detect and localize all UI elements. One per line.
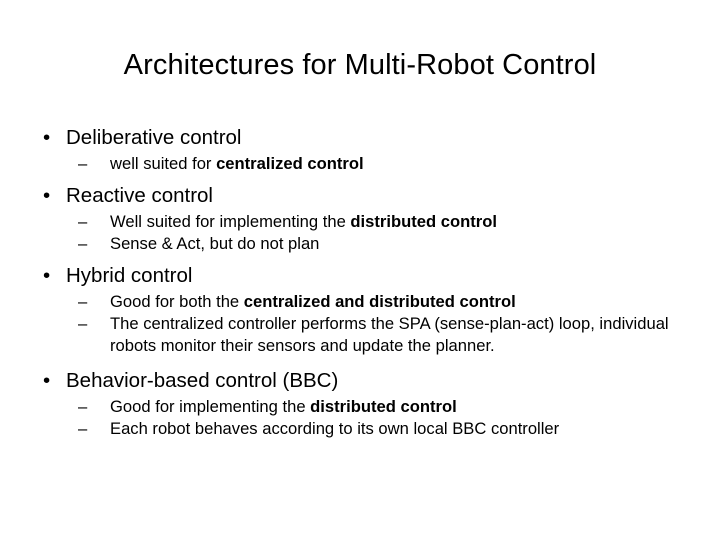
dash-marker-icon: – <box>78 419 88 438</box>
bullet-level2-item: – Well suited for implementing the distr… <box>32 211 694 233</box>
bullet-marker-icon: • <box>43 126 51 149</box>
dash-marker-icon: – <box>78 292 88 311</box>
bullet-level2-item: – The centralized controller performs th… <box>32 313 694 357</box>
dash-marker-icon: – <box>78 234 88 253</box>
bullet-level2-item: – Good for both the centralized and dist… <box>32 291 694 313</box>
bullet-level1-behavior-based-control: • Behavior-based control (BBC) <box>32 366 694 396</box>
spacer <box>32 357 694 366</box>
bullet-level2-text: The centralized controller performs the … <box>110 314 669 355</box>
bullet-marker-icon: • <box>43 369 51 392</box>
bullet-level2-item: – Each robot behaves according to its ow… <box>32 418 694 440</box>
bullet-level1-label: Reactive control <box>66 184 213 207</box>
bullet-level1-label: Behavior-based control (BBC) <box>66 369 339 392</box>
bullet-level1-deliberative-control: • Deliberative control <box>32 123 694 153</box>
bullet-marker-icon: • <box>43 184 51 207</box>
dash-marker-icon: – <box>78 314 88 333</box>
bullet-level2-text: Well suited for implementing the distrib… <box>110 212 497 231</box>
bullet-level2-text: Good for both the centralized and distri… <box>110 292 516 311</box>
bullet-level1-label: Deliberative control <box>66 126 242 149</box>
bullet-level2-text: Each robot behaves according to its own … <box>110 419 560 438</box>
dash-marker-icon: – <box>78 154 88 173</box>
dash-marker-icon: – <box>78 212 88 231</box>
slide-body: • Deliberative control – well suited for… <box>32 123 694 440</box>
slide-title: Architectures for Multi-Robot Control <box>123 49 597 81</box>
bullet-level2-item: – well suited for centralized control <box>32 153 694 175</box>
bullet-level2-text: Good for implementing the distributed co… <box>110 397 457 416</box>
bullet-level2-item: – Sense & Act, but do not plan <box>32 233 694 255</box>
bullet-level1-label: Hybrid control <box>66 264 193 287</box>
bullet-marker-icon: • <box>43 264 51 287</box>
bullet-level1-hybrid-control: • Hybrid control <box>32 261 694 291</box>
bullet-level2-text: well suited for centralized control <box>110 154 364 173</box>
bullet-level2-item: – Good for implementing the distributed … <box>32 396 694 418</box>
bullet-level1-reactive-control: • Reactive control <box>32 181 694 211</box>
bullet-level2-text: Sense & Act, but do not plan <box>110 234 320 253</box>
dash-marker-icon: – <box>78 397 88 416</box>
